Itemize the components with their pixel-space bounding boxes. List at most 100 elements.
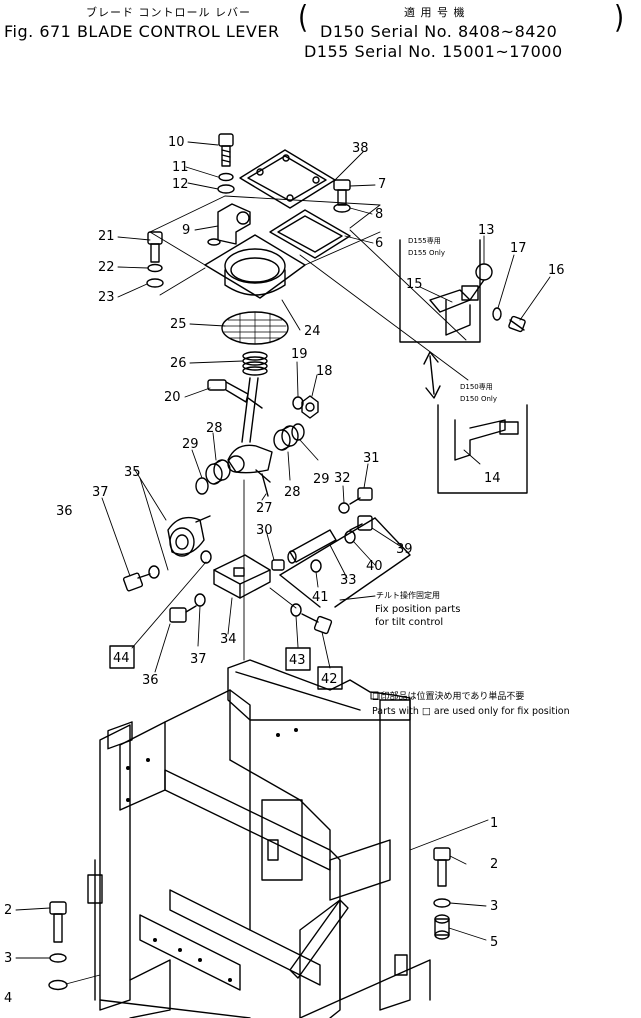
bolt-21: [147, 231, 163, 263]
leader-1: [409, 819, 489, 851]
callout-11: 11: [172, 160, 189, 175]
callout-4: 4: [4, 991, 12, 1006]
washer-37-upper: [148, 565, 160, 579]
applicable-models-label: 適 用 号 機: [404, 6, 466, 19]
washer-22: [147, 263, 163, 273]
leader-34-43: [269, 587, 297, 609]
callout-5: 5: [490, 935, 498, 950]
washer-19: [292, 396, 304, 410]
washer-12: [217, 184, 235, 194]
d155-only-box: [399, 239, 493, 343]
figure-title: Fig. 671 BLADE CONTROL LEVER: [4, 22, 280, 41]
callout-12: 12: [172, 177, 189, 192]
callout-3-left: 3: [4, 951, 12, 966]
washer-29-right: [291, 423, 305, 441]
washer-4: [48, 979, 68, 991]
fix-position-note-en: Parts with □ are used only for fix posit…: [372, 706, 570, 717]
fix-position-note-jp: □印部品は位置決め用であり単品不要: [372, 690, 524, 702]
assembly-guide-lines: [149, 195, 469, 381]
callout-24: 24: [304, 324, 321, 339]
bolt-36-lower: [169, 605, 197, 623]
spring-26: [242, 351, 268, 376]
callout-43: 43: [289, 653, 306, 668]
callout-2-right: 2: [490, 857, 498, 872]
control-lever: [227, 377, 273, 483]
knob-13: [475, 263, 493, 281]
callout-1: 1: [490, 816, 498, 831]
callout-17: 17: [510, 241, 527, 256]
callout-26: 26: [170, 356, 187, 371]
callout-7: 7: [378, 177, 386, 192]
nut-41: [310, 559, 322, 573]
callout-8: 8: [375, 207, 383, 222]
title-japanese: ブレード コントロール レバー: [86, 6, 251, 19]
callout-23: 23: [98, 290, 115, 305]
washer-11: [218, 172, 234, 182]
callout-16: 16: [548, 263, 565, 278]
washer-37-lower: [194, 593, 206, 607]
callout-38: 38: [352, 141, 369, 156]
callout-27: 27: [256, 501, 273, 516]
pin-30: [271, 559, 285, 571]
right-paren: ): [614, 0, 625, 36]
washer-17: [492, 307, 502, 321]
callout-14: 14: [484, 471, 501, 486]
latch-15: [429, 285, 479, 336]
lever-bracket-9: [207, 203, 251, 246]
nut-18: [301, 395, 319, 419]
spacer-5: [434, 914, 450, 940]
callout-13: 13: [478, 223, 495, 238]
callout-32: 32: [334, 471, 351, 486]
dust-boot-housing: [204, 234, 306, 299]
note-box-symbol: [370, 691, 379, 700]
callout-34: 34: [220, 632, 237, 647]
callout-42: 42: [321, 672, 338, 687]
callout-37-upper: 37: [92, 485, 109, 500]
bushing-28-right: [273, 425, 299, 451]
mesh-filter-25: [221, 311, 289, 345]
callout-21: 21: [98, 229, 115, 244]
callout-37-lower: 37: [190, 652, 207, 667]
callout-15: 15: [406, 277, 423, 292]
bolt-39: [349, 515, 373, 531]
bracket-34: [213, 554, 271, 599]
handle-grip-35: [167, 515, 211, 557]
boxed-callout-43: [285, 647, 311, 671]
bolt-2-right: [433, 847, 451, 887]
callout-40: 40: [366, 559, 383, 574]
bolt-16: [508, 315, 526, 333]
bushing-28-left: [205, 459, 231, 485]
callout-41: 41: [312, 590, 329, 605]
cover-plate-6: [269, 209, 351, 259]
callout-22: 22: [98, 260, 115, 275]
callout-leaders: [15, 141, 551, 959]
tilt-note-en-2: for tilt control: [375, 617, 443, 628]
callout-28-upper: 28: [206, 421, 223, 436]
callout-44: 44: [113, 651, 130, 666]
washer-23: [146, 278, 164, 288]
callout-6: 6: [375, 236, 383, 251]
serial-range-d155: D155 Serial No. 15001~17000: [304, 42, 563, 61]
swap-arrow: [423, 351, 441, 399]
tilt-note-en-1: Fix position parts: [375, 604, 460, 615]
washer-40: [344, 530, 356, 544]
callout-10: 10: [168, 135, 185, 150]
callout-36-lower: 36: [142, 673, 159, 688]
d150-only-box: [437, 404, 528, 494]
d155-only-en: D155 Only: [408, 249, 445, 257]
boxed-callout-44: [109, 645, 135, 669]
callout-19: 19: [291, 347, 308, 362]
bolt-7: [333, 179, 351, 206]
washer-3-right: [433, 898, 451, 908]
control-stand-frame: [87, 659, 431, 1018]
rod-end-20: [207, 379, 263, 409]
leader-4: [65, 974, 101, 985]
boxed-callout-42: [317, 666, 343, 690]
bolt-36-upper: [122, 572, 151, 592]
d155-only-jp: D155専用: [408, 236, 441, 245]
d150-only-jp: D150専用: [460, 382, 493, 391]
washer-3-left: [49, 953, 67, 963]
callout-18: 18: [316, 364, 333, 379]
